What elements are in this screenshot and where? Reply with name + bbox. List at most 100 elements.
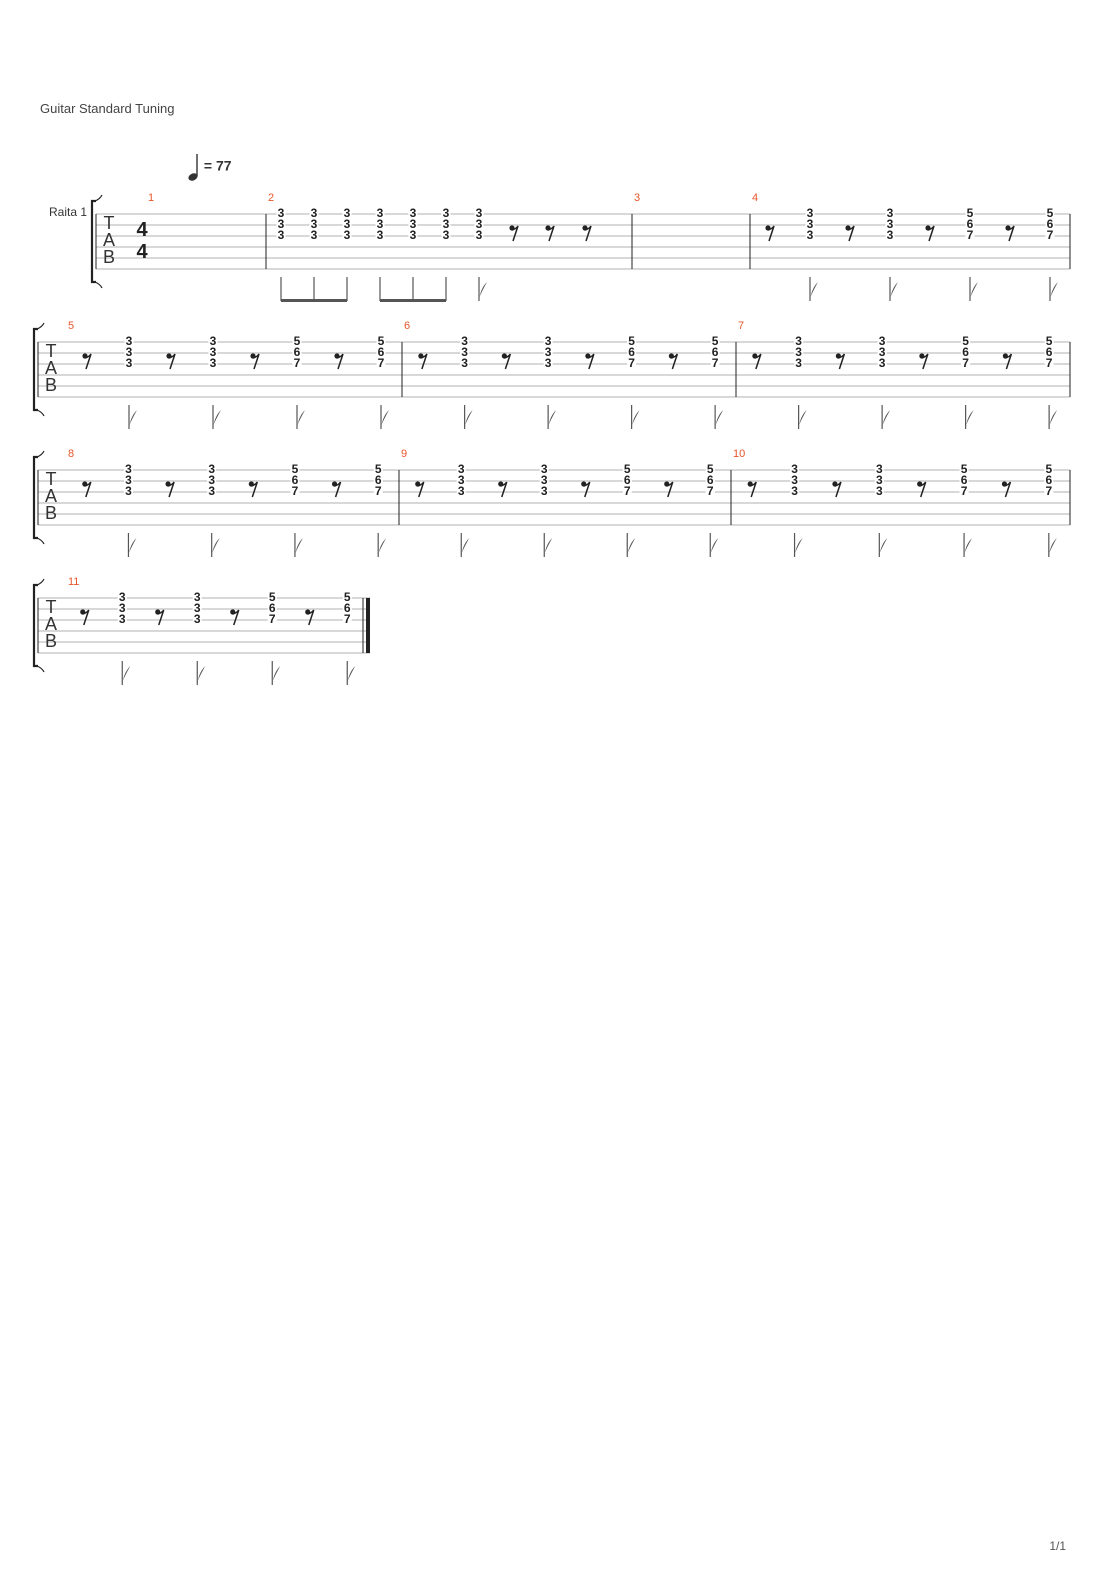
eighth-rest-icon (1005, 353, 1013, 370)
fret-number: 3 (795, 345, 802, 359)
fret-number: 3 (119, 601, 126, 615)
fret-background (627, 336, 637, 346)
fret-number: 3 (458, 484, 465, 498)
fret-background (874, 464, 884, 474)
measure-number: 6 (404, 320, 410, 332)
eighth-flag-icon (197, 666, 206, 685)
fret-background (1045, 219, 1055, 229)
eighth-flag-icon (128, 538, 137, 557)
fret-background (474, 208, 484, 218)
fret-background (117, 603, 127, 613)
fret-background (790, 464, 800, 474)
eighth-flag-icon (631, 410, 640, 429)
fret-background (885, 230, 895, 240)
measure-number: 1 (148, 192, 154, 204)
fret-number: 3 (807, 217, 814, 231)
fret-number: 6 (1047, 217, 1054, 231)
fret-number: 6 (344, 601, 351, 615)
tempo-equals: = (203, 157, 213, 174)
system-bracket (32, 583, 38, 668)
fret-background (309, 230, 319, 240)
tab-clef-letter: A (45, 486, 57, 506)
fret-background (627, 347, 637, 357)
fret-background (276, 230, 286, 240)
fret-number: 3 (461, 356, 468, 370)
fret-background (192, 592, 202, 602)
eighth-flag-icon (964, 538, 973, 557)
eighth-flag-icon (970, 282, 978, 301)
fret-background (805, 230, 815, 240)
fret-number: 3 (208, 473, 215, 487)
fret-number: 3 (377, 228, 384, 242)
eighth-flag-icon (1048, 538, 1057, 557)
tab-clef-letter: A (103, 230, 115, 250)
fret-number: 6 (269, 601, 276, 615)
fret-background (794, 347, 804, 357)
fret-background (456, 486, 466, 496)
eighth-flag-icon (381, 410, 389, 429)
eighth-rest-icon (584, 225, 592, 242)
measure-number: 8 (68, 448, 74, 460)
fret-background (959, 464, 969, 474)
eighth-flag-icon (211, 538, 220, 557)
eighth-rest-icon (167, 481, 175, 498)
eighth-rest-icon (84, 353, 92, 370)
fret-background (441, 230, 451, 240)
fret-number: 3 (458, 473, 465, 487)
fret-background (373, 486, 383, 496)
fret-background (1044, 464, 1054, 474)
fret-number: 3 (210, 334, 217, 348)
fret-background (124, 336, 134, 346)
fret-background (622, 475, 632, 485)
fret-background (276, 208, 286, 218)
fret-number: 7 (624, 484, 631, 498)
fret-background (290, 486, 300, 496)
fret-number: 3 (887, 217, 894, 231)
fret-number: 6 (375, 473, 382, 487)
fret-background (117, 614, 127, 624)
fret-number: 3 (476, 217, 483, 231)
fret-background (456, 475, 466, 485)
fret-number: 3 (887, 206, 894, 220)
fret-background (965, 230, 975, 240)
fret-background (710, 347, 720, 357)
tab-clef-letter: T (46, 597, 57, 617)
fret-number: 7 (1047, 228, 1054, 242)
fret-number: 3 (795, 356, 802, 370)
fret-background (877, 336, 887, 346)
fret-number: 3 (443, 217, 450, 231)
fret-number: 5 (378, 334, 385, 348)
eighth-flag-icon (297, 410, 305, 429)
fret-number: 7 (967, 228, 974, 242)
fret-background (460, 347, 470, 357)
fret-background (309, 208, 319, 218)
quarter-note-icon (188, 154, 198, 181)
eighth-rest-icon (157, 609, 165, 626)
eighth-flag-icon (479, 282, 487, 301)
eighth-flag-icon (129, 410, 137, 429)
fret-background (622, 464, 632, 474)
measure-number: 5 (68, 320, 74, 332)
fret-number: 3 (377, 217, 384, 231)
system-bracket (32, 327, 38, 412)
fret-background (267, 603, 277, 613)
eighth-rest-icon (251, 481, 259, 498)
fret-number: 3 (126, 334, 133, 348)
fret-background (292, 358, 302, 368)
fret-background (124, 358, 134, 368)
eighth-flag-icon (461, 538, 470, 557)
eighth-flag-icon (378, 538, 387, 557)
fret-background (208, 336, 218, 346)
bracket-hook-top (36, 578, 45, 586)
fret-background (373, 475, 383, 485)
measure-number: 2 (268, 192, 274, 204)
time-signature-bottom: 4 (136, 241, 148, 263)
fret-background (375, 230, 385, 240)
fret-number: 7 (378, 356, 385, 370)
fret-number: 3 (791, 484, 798, 498)
fret-background (1045, 230, 1055, 240)
fret-number: 6 (292, 473, 299, 487)
fret-background (207, 464, 217, 474)
fret-background (877, 358, 887, 368)
fret-background (965, 208, 975, 218)
